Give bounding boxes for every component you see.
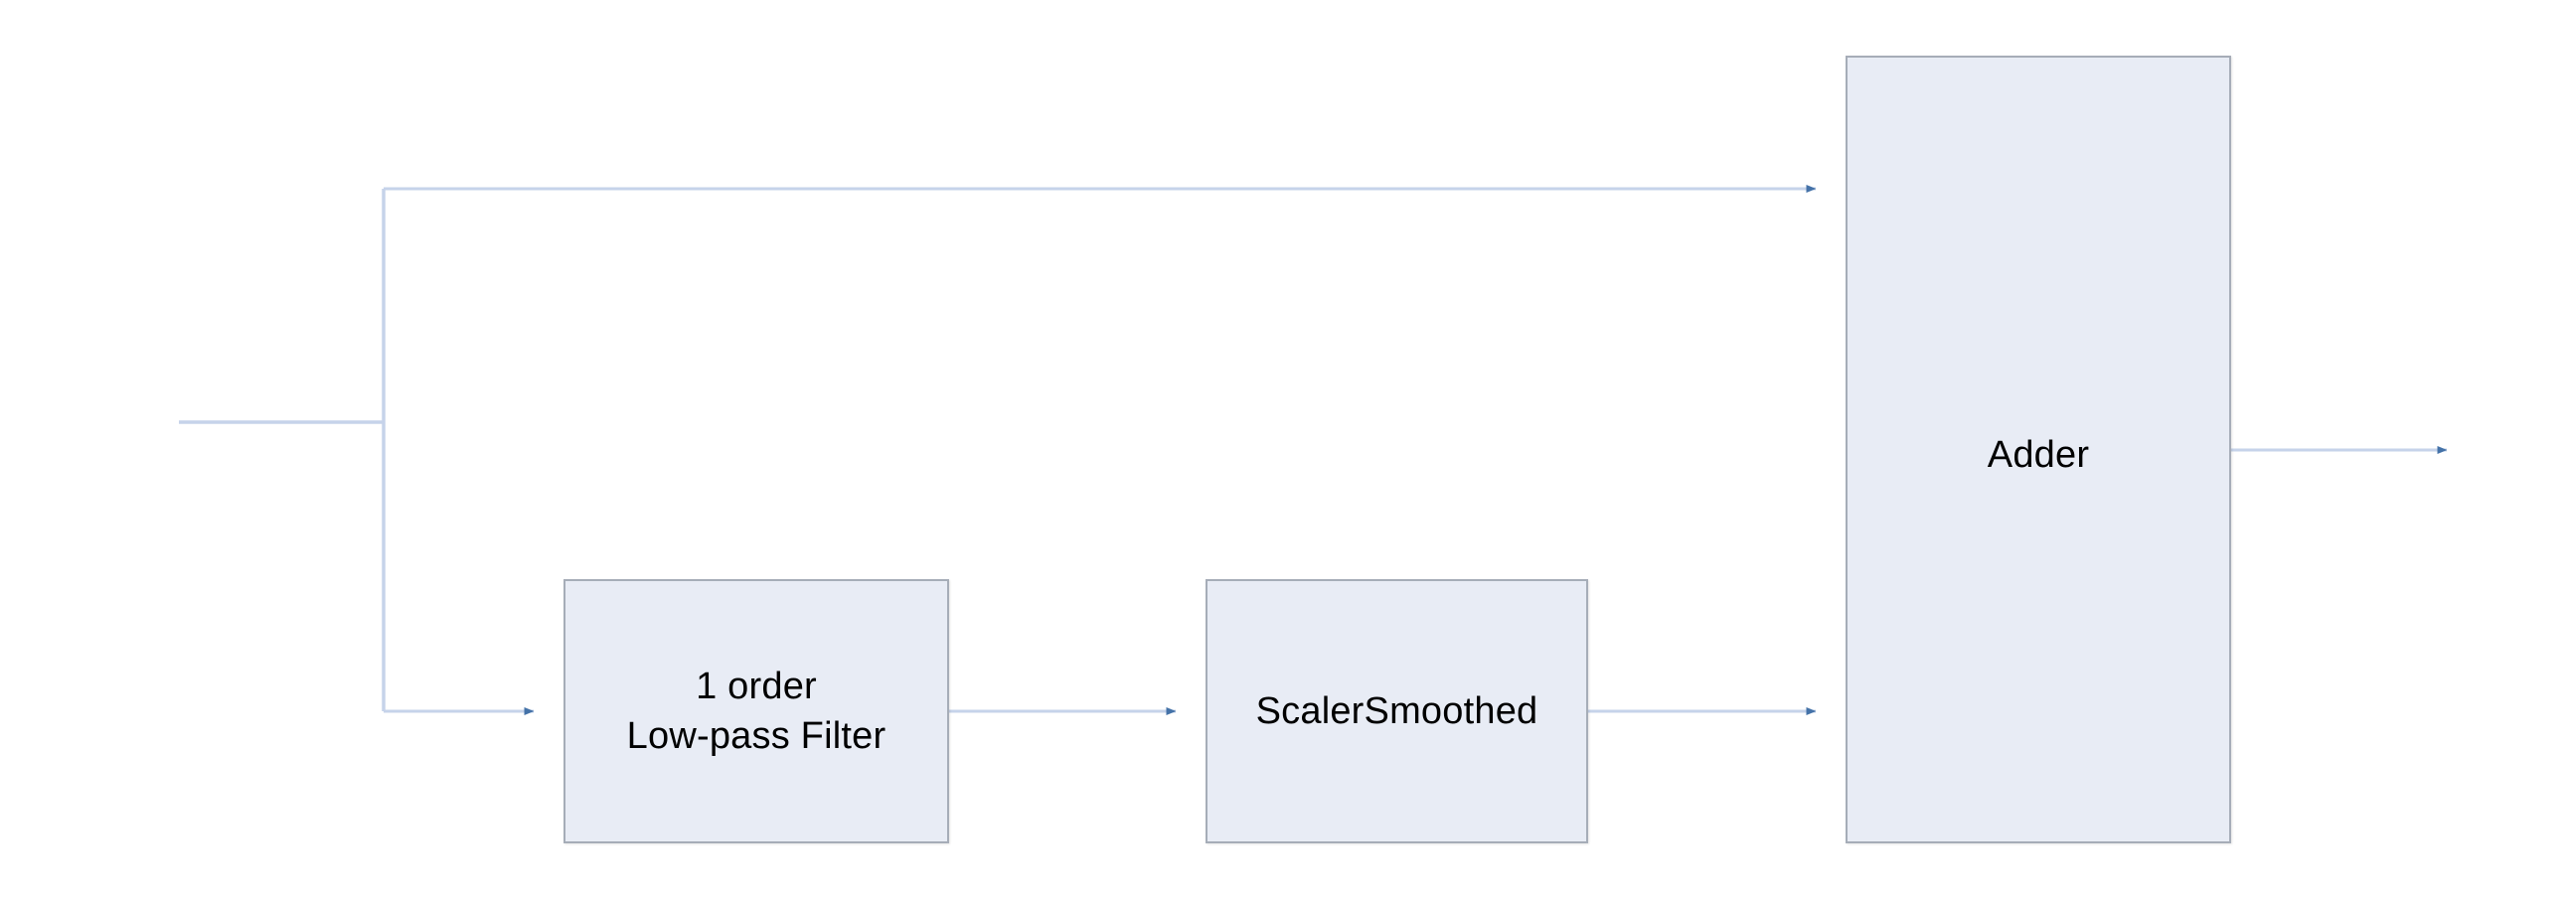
node-low-pass-filter[interactable]: 1 order Low-pass Filter [564,579,949,843]
node-scaler-smoothed-label: ScalerSmoothed [1255,689,1538,732]
node-scaler-smoothed[interactable]: ScalerSmoothed [1206,579,1588,843]
node-adder-label: Adder [1987,434,2090,476]
node-adder[interactable]: Adder [1846,56,2231,843]
node-low-pass-filter-label: 1 order Low-pass Filter [626,665,886,757]
